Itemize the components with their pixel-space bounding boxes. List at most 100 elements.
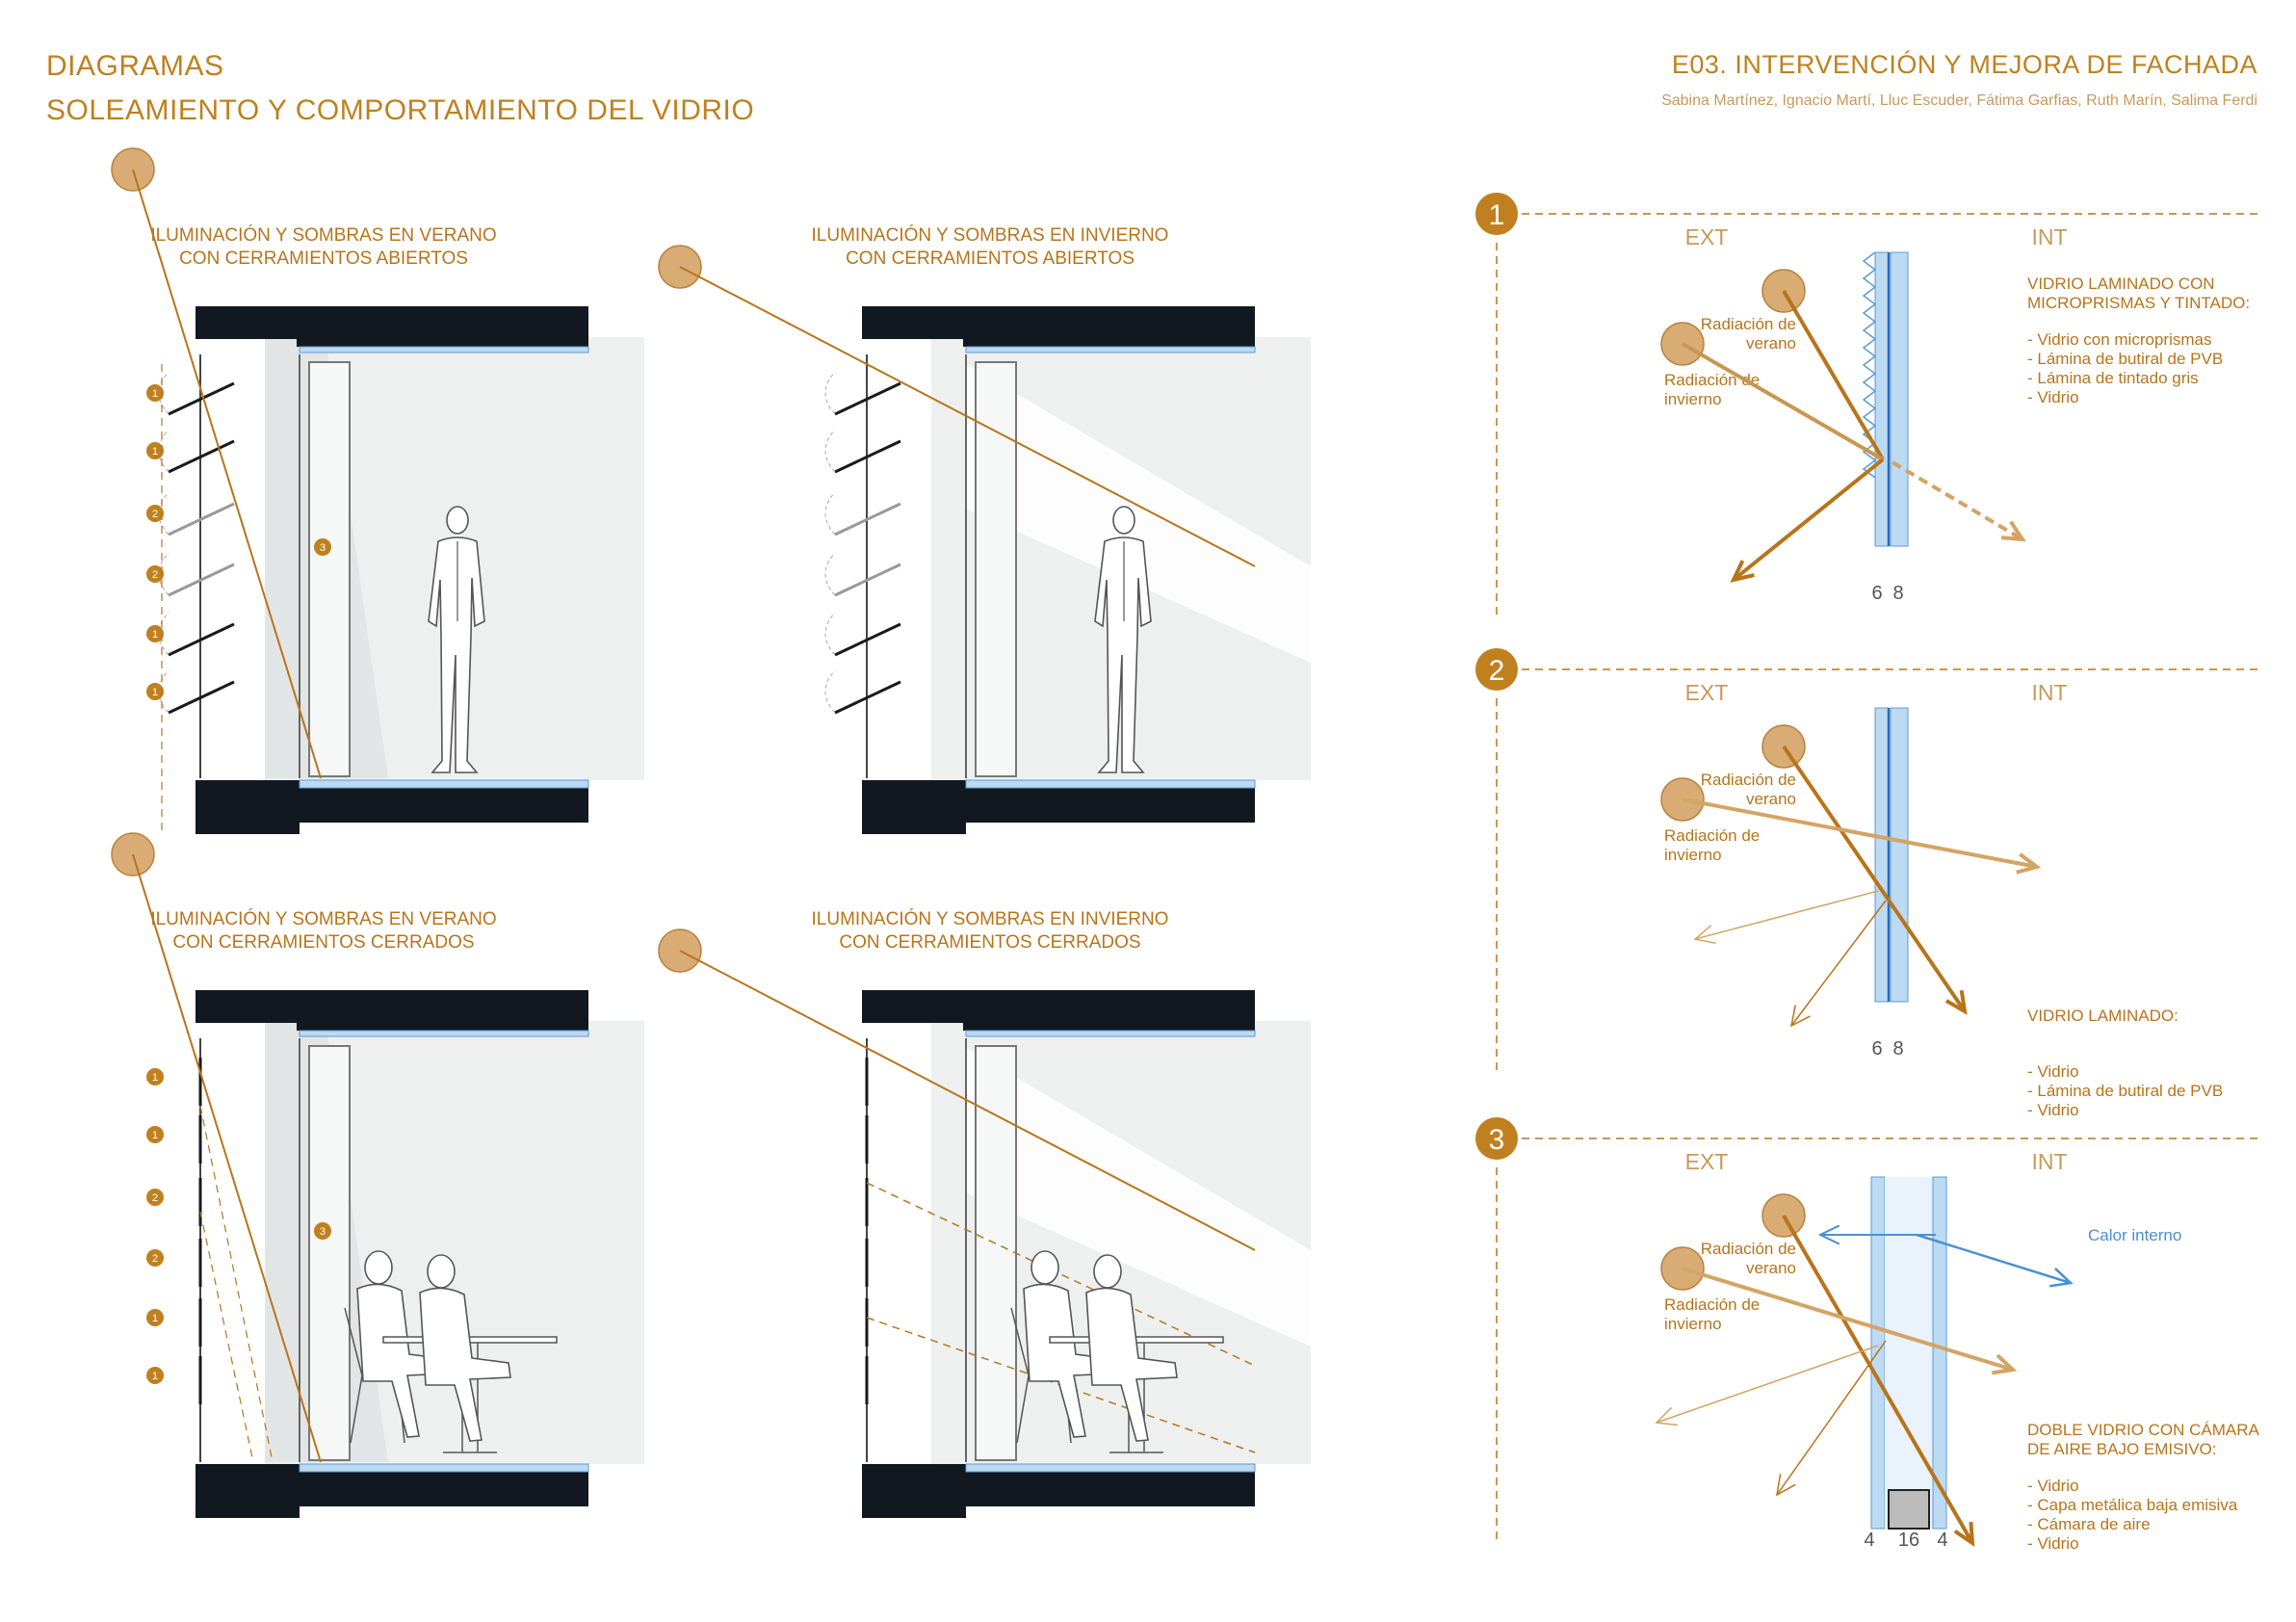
top-slab: [196, 306, 588, 339]
louvre-blade: [168, 439, 235, 474]
dimension-label: 6: [1871, 583, 1882, 604]
standing-person: [428, 506, 485, 773]
louvre-marker-dot: [146, 1309, 164, 1326]
dimension-label: 8: [1892, 583, 1903, 604]
dimension-label: 8: [1892, 1038, 1903, 1060]
seated-person: [1023, 1250, 1115, 1438]
person-head: [364, 1250, 393, 1285]
sun-ray: [679, 950, 1256, 1251]
detail-number: 2: [1489, 655, 1505, 687]
ceiling-finish: [965, 1030, 1256, 1037]
section-caption-line1: ILUMINACIÓN Y SOMBRAS EN VERANO: [150, 908, 496, 929]
louvre-marker-dot: [146, 384, 164, 402]
summer-label: verano: [1746, 790, 1796, 808]
seated-person: [356, 1250, 449, 1438]
desc-item: - Cámara de aire: [2027, 1515, 2151, 1533]
winter-ray: [1682, 342, 1884, 461]
authors-line: Sabina Martínez, Ignacio Martí, Lluc Esc…: [1661, 92, 2257, 109]
desc-item: - Vidrio: [2027, 1062, 2079, 1081]
section-caption-line1: ILUMINACIÓN Y SOMBRAS EN INVIERNO: [812, 908, 1169, 929]
desc-item: - Vidrio: [2027, 1477, 2079, 1495]
dimension-label: 6: [1871, 1038, 1882, 1060]
glass-pane-inner: [1932, 1176, 1947, 1530]
winter-label: Radiación de: [1664, 826, 1760, 845]
reflected-ray: [1732, 458, 1885, 582]
section-caption-line2: CON CERRAMIENTOS CERRADOS: [839, 932, 1140, 953]
light-band: [966, 364, 1311, 663]
louvre-arc: [824, 552, 836, 596]
louvre-arc: [824, 429, 836, 473]
heat-reflect-ray: [1916, 1233, 2072, 1285]
summer-label: Radiación de: [1701, 771, 1796, 789]
glass-pane-int: [1890, 251, 1909, 547]
louvre-marker-dot: [146, 1126, 164, 1143]
winter-ray: [1682, 1267, 2014, 1372]
heat-label: Calor interno: [2088, 1226, 2181, 1244]
person-body: [428, 536, 485, 773]
person-body: [356, 1283, 449, 1438]
winter-label: Radiación de: [1664, 1295, 1760, 1314]
top-slab: [862, 990, 1255, 1023]
int-label: INT: [2031, 1149, 2067, 1174]
louvre-marker-dot: [146, 1249, 164, 1267]
winter-label: invierno: [1664, 390, 1722, 408]
summer-label: Radiación de: [1701, 1240, 1796, 1258]
ext-label: EXT: [1685, 680, 1729, 705]
heat-ray-head: [1817, 1224, 1840, 1245]
ceiling-finish: [965, 346, 1256, 353]
winter-ray-head: [2016, 852, 2042, 875]
desc-item: - Vidrio: [2027, 388, 2079, 406]
panel-marker: 3: [320, 1226, 326, 1238]
reflected-winter-ray-head: [1655, 1406, 1678, 1426]
desc-item: - Vidrio con microprismas: [2027, 330, 2211, 349]
bottom-slab: [966, 1472, 1255, 1506]
panel-marker-dot: [314, 1222, 331, 1240]
bottom-slab: [300, 788, 588, 823]
project-title: E03. INTERVENCIÓN Y MEJORA DE FACHADA: [1671, 50, 2257, 79]
winter-label: invierno: [1664, 846, 1722, 864]
desc-item: - Capa metálica baja emisiva: [2027, 1496, 2238, 1514]
louvre-blade: [834, 622, 901, 657]
louvre-blade: [168, 562, 235, 597]
bottom-slab-left: [862, 1464, 966, 1518]
louvre-marker-dot: [146, 1367, 164, 1384]
louvre-marker-dot: [146, 442, 164, 459]
light-edge: [866, 1182, 1256, 1367]
louvre-blade: [834, 680, 901, 715]
reflected-winter-ray-head: [1693, 925, 1716, 944]
louvre-marker-dot: [146, 1068, 164, 1086]
summer-ray: [1782, 1215, 1974, 1544]
desc-item: - Lámina de butiral de PVB: [2027, 350, 2223, 368]
person-head: [446, 506, 469, 535]
person-body: [419, 1287, 511, 1442]
louvre-marker: 1: [152, 629, 158, 641]
top-slab-beam: [963, 1023, 1255, 1031]
desc-item: - Vidrio: [2027, 1534, 2079, 1553]
top-slab: [196, 990, 588, 1023]
bottom-slab: [966, 788, 1255, 823]
person-head: [1031, 1250, 1059, 1285]
reflected-summer-ray-head: [1789, 1005, 1811, 1028]
transmitted-ray-head: [2000, 520, 2026, 542]
louvre-blade: [834, 381, 901, 416]
top-slab-beam: [297, 1023, 588, 1031]
seated-person: [419, 1254, 511, 1442]
floor-finish: [299, 779, 589, 789]
glass-panel: [308, 1045, 351, 1461]
person-head: [1112, 506, 1135, 535]
reflected-winter-ray: [1656, 1345, 1879, 1424]
dimension-label: 4: [1937, 1530, 1947, 1551]
transmitted-ray: [1891, 460, 2024, 541]
desc-item: - Vidrio: [2027, 1101, 2079, 1119]
louvre-marker: 1: [152, 1072, 158, 1084]
air-chamber: [1885, 1177, 1933, 1529]
top-slab-beam: [963, 339, 1255, 347]
louvre-marker-dot: [146, 625, 164, 642]
louvre-marker-dot: [146, 565, 164, 583]
bottom-slab-left: [196, 780, 300, 834]
louvre-blade: [168, 381, 235, 416]
louvre-marker: 1: [152, 1130, 158, 1141]
glass-pane-int: [1890, 707, 1909, 1003]
summer-ray-head: [1944, 989, 1968, 1015]
